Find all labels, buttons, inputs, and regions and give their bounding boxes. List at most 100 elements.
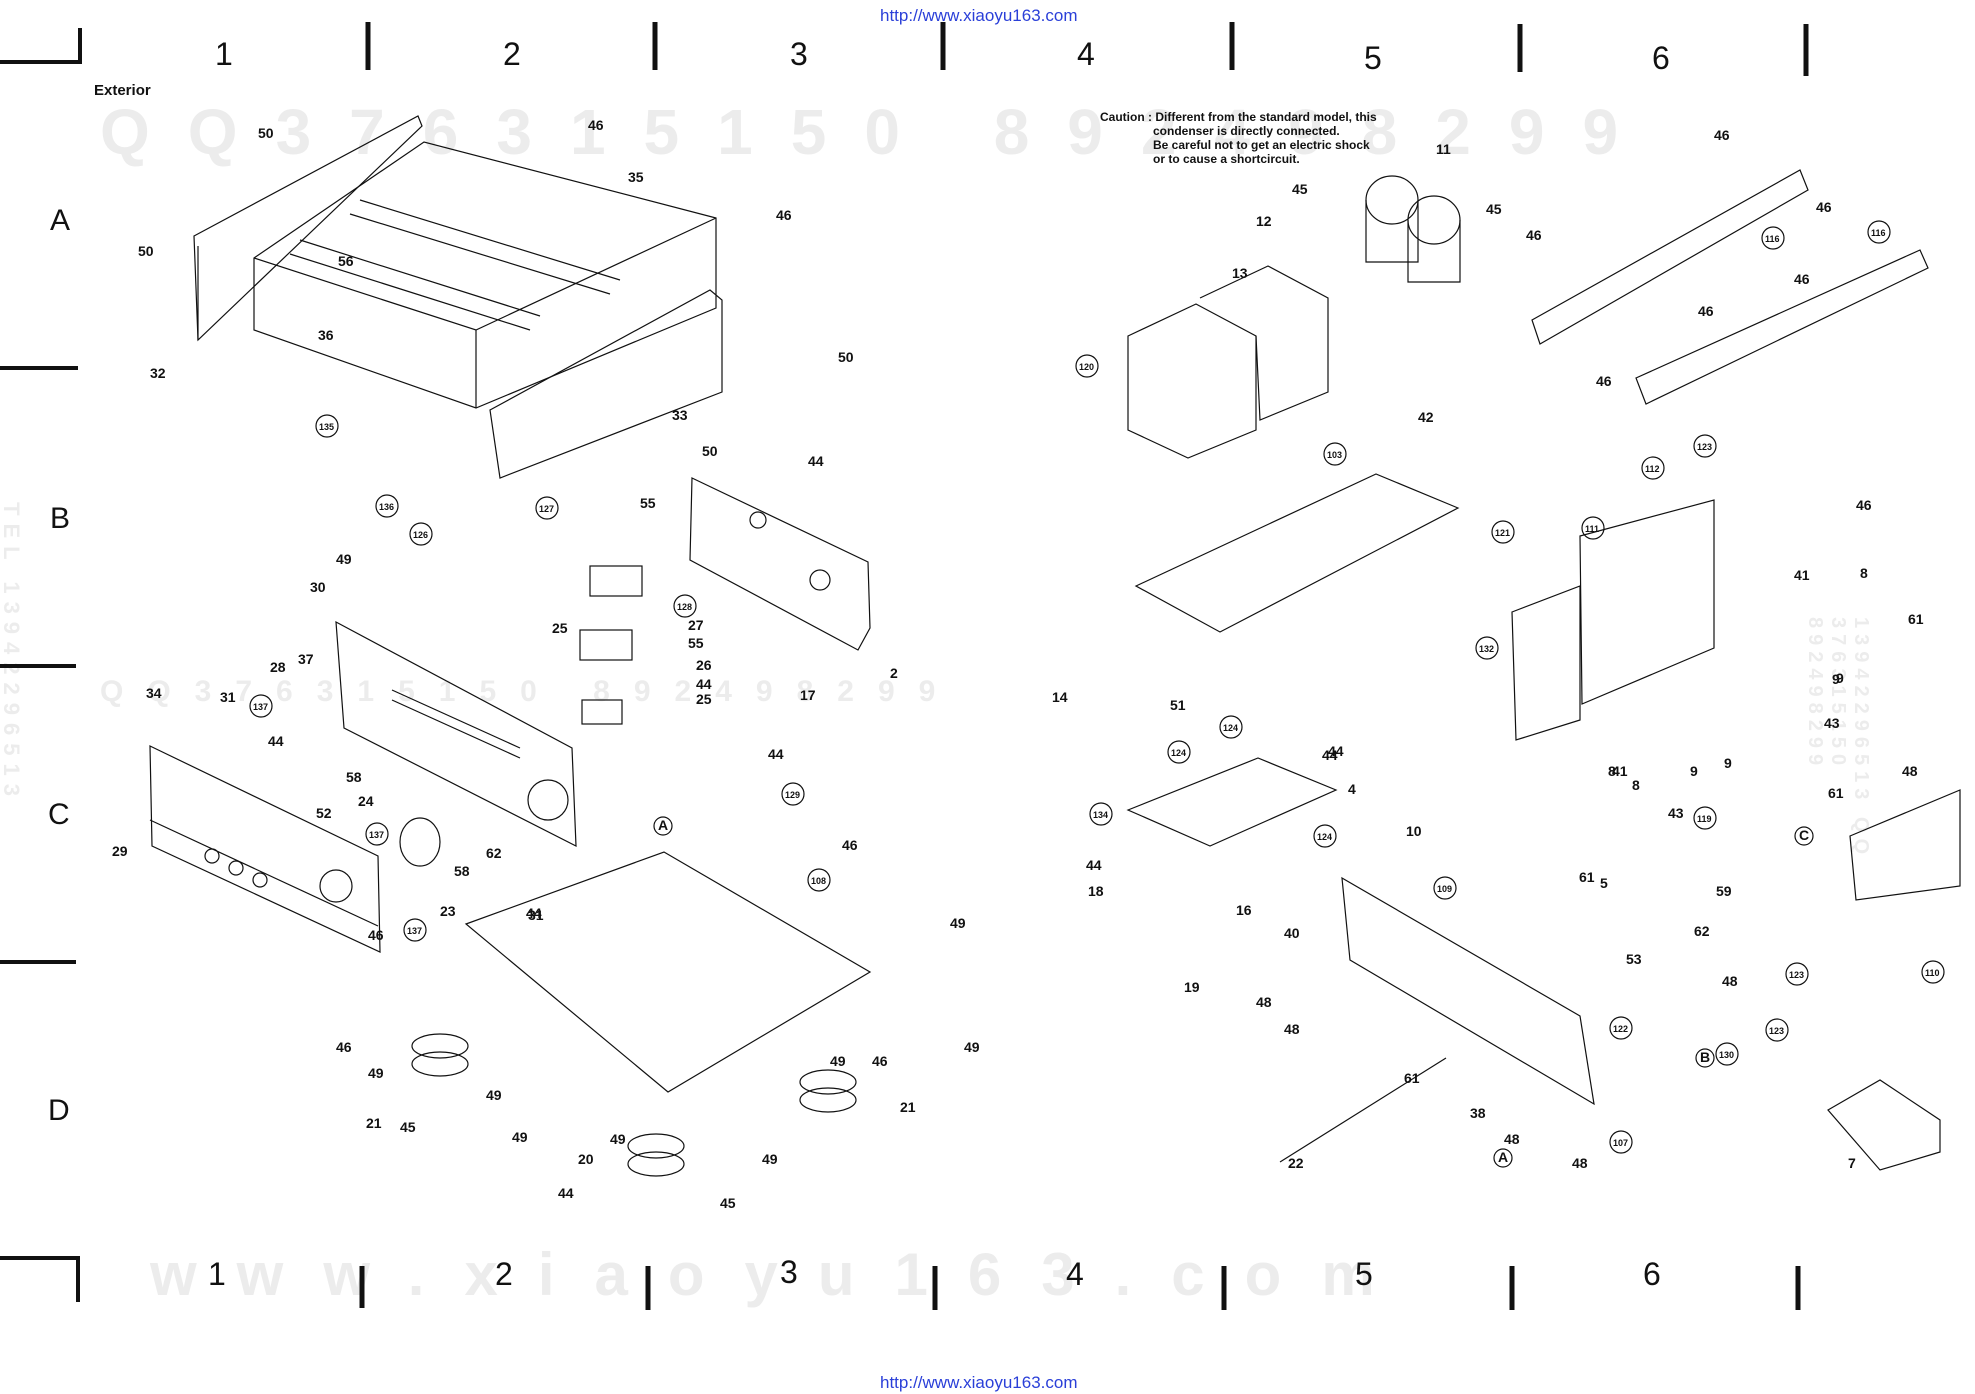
part-label-ring [673, 594, 697, 618]
part-label-left-41: 62 [486, 845, 502, 861]
part-label-right-37: 9 [1724, 755, 1732, 771]
part-label-left-48: 137 [407, 926, 422, 936]
part-label-left-46: 31 [528, 907, 544, 923]
part-label-left-17: 49 [336, 551, 352, 567]
footer-url[interactable]: http://www.xiaoyu163.com [880, 1373, 1078, 1392]
part-label-left-11: 50 [702, 443, 718, 459]
part-label-right-36: 8 [1608, 763, 1616, 779]
part-label-right-54: C [1799, 827, 1809, 843]
volume-knob [399, 817, 441, 867]
part-label-left-30: 137 [253, 702, 268, 712]
part-label-left-35: 24 [358, 793, 374, 809]
part-label-right-66: B [1700, 1049, 1710, 1065]
side-panel-right [489, 289, 723, 479]
part-label-right-68: 130 [1719, 1050, 1734, 1060]
part-label-right-6: 116 [1765, 234, 1780, 244]
part-label-right-58: 53 [1626, 951, 1642, 967]
row-letter-b: B [50, 502, 71, 535]
part-label-right-30: 44 [1322, 747, 1338, 763]
part-label-right-7: 46 [1816, 199, 1832, 215]
part-label-right-43: 44 [1086, 857, 1102, 873]
part-label-left-36: 52 [316, 805, 332, 821]
watermark-top: QQ376315150 892498299 [100, 96, 1657, 168]
col-num-bottom-3: 3 [780, 1254, 798, 1290]
part-label-right-21: 41 [1794, 567, 1810, 583]
part-label-left-25: 26 [696, 657, 712, 673]
part-label-right-4: 13 [1232, 265, 1248, 281]
part-label-right-1: 45 [1292, 181, 1308, 197]
part-label-left-21: 25 [552, 620, 568, 636]
pcb-boards [1126, 169, 1941, 1171]
heatsinks [1511, 499, 1715, 741]
part-label-ring [1219, 715, 1243, 739]
part-label-ring [1493, 1148, 1513, 1168]
part-label-right-62: 48 [1256, 994, 1272, 1010]
part-label-right-44: 18 [1088, 883, 1104, 899]
part-label-right-42: 44 [1328, 743, 1344, 759]
part-label-right-61: 19 [1184, 979, 1200, 995]
part-label-right-49: 61 [1828, 785, 1844, 801]
watermark-bottom: www.xiaoyu163.com [150, 1241, 1415, 1308]
row-letter-a: A [50, 204, 71, 237]
part-label-left-3: 50 [138, 243, 154, 259]
part-label-left-60: 21 [900, 1099, 916, 1115]
part-label-right-25: 9 [1836, 670, 1844, 686]
part-label-ring [1761, 226, 1785, 250]
part-label-left-9: 135 [319, 422, 334, 432]
part-label-left-59: 46 [872, 1053, 888, 1069]
row-letter-c: C [48, 798, 70, 831]
part-label-left-2: 35 [628, 169, 644, 185]
col-num-bottom-4: 4 [1066, 1256, 1084, 1292]
part-label-right-56: 59 [1716, 883, 1732, 899]
part-label-left-14: 136 [379, 502, 394, 512]
part-label-right-53: 110 [1925, 968, 1940, 978]
part-label-left-33: 44 [268, 733, 284, 749]
part-label-ring [1693, 806, 1717, 830]
part-label-ring [1715, 1042, 1739, 1066]
part-label-left-18: 30 [310, 579, 326, 595]
part-label-right-65: 48 [1284, 1021, 1300, 1037]
part-label-right-26: 9 [1832, 671, 1840, 687]
part-label-right-18: 111 [1585, 524, 1599, 534]
part-label-ring [315, 414, 339, 438]
part-label-left-53: 49 [830, 1053, 846, 1069]
part-label-ring [1695, 1048, 1715, 1068]
part-label-right-63: 122 [1613, 1024, 1628, 1034]
part-label-left-56: 21 [366, 1115, 382, 1131]
part-label-left-13: 55 [640, 495, 656, 511]
part-label-ring [1921, 960, 1945, 984]
col-num-bottom-1: 1 [208, 1256, 226, 1292]
part-label-right-51: 5 [1600, 875, 1608, 891]
part-label-right-41: 43 [1668, 805, 1684, 821]
part-label-left-0: 50 [258, 125, 274, 141]
part-label-right-59: 48 [1722, 973, 1738, 989]
header-url[interactable]: http://www.xiaoyu163.com [880, 6, 1078, 25]
part-label-left-34: 58 [346, 769, 362, 785]
col-num-top-1: 1 [215, 36, 233, 72]
part-label-left-4: 56 [338, 253, 354, 269]
capacitors [1365, 175, 1461, 283]
part-label-right-31: 124 [1171, 748, 1186, 758]
part-label-left-10: 33 [672, 407, 688, 423]
column-marks-bottom [359, 1266, 1801, 1310]
part-label-right-64: 123 [1769, 1026, 1784, 1036]
part-label-right-8: 46 [1526, 227, 1542, 243]
part-label-ring [653, 816, 673, 836]
col-num-top-5: 5 [1364, 40, 1382, 76]
caution-line-1: Caution : Different from the standard mo… [1100, 110, 1377, 124]
part-label-left-15: 126 [413, 530, 428, 540]
part-label-right-52: 48 [1902, 763, 1918, 779]
part-label-left-51: 49 [950, 915, 966, 931]
part-label-right-47: 109 [1437, 884, 1452, 894]
part-label-left-64: 44 [558, 1185, 574, 1201]
part-label-ring [781, 782, 805, 806]
part-label-right-16: 103 [1327, 450, 1342, 460]
part-label-right-57: 40 [1284, 925, 1300, 941]
part-label-ring [1785, 962, 1809, 986]
part-label-ring [1089, 802, 1113, 826]
main-chassis-bracket [1134, 473, 1460, 633]
part-label-left-49: 46 [368, 927, 384, 943]
col-num-top-4: 4 [1077, 36, 1095, 72]
part-label-right-39: 9 [1690, 763, 1698, 779]
caution-line-4: or to cause a shortcircuit. [1153, 152, 1300, 166]
